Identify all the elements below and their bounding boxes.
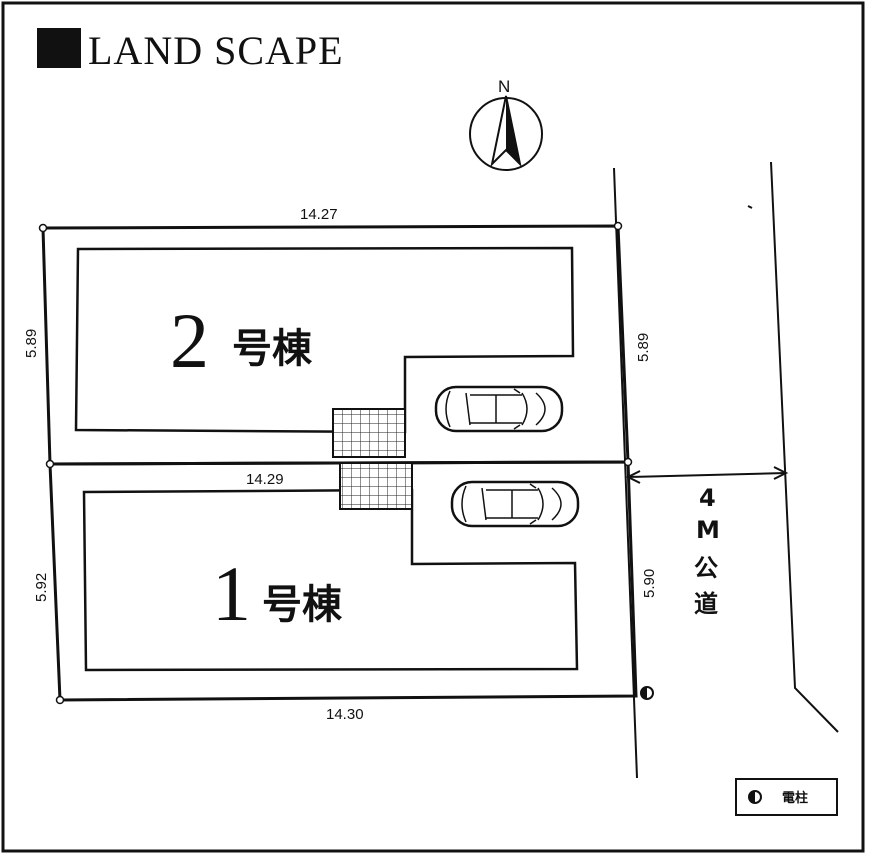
entrance-tiles-1 — [339, 462, 413, 510]
legend-pole-label: 電柱 — [782, 790, 808, 806]
lot1-bottom-dimension: 14.30 — [326, 706, 364, 723]
building2-suffix: 号棟 — [232, 326, 313, 372]
north-label: N — [498, 77, 510, 96]
road-west-edge — [613, 167, 638, 779]
car-icon — [450, 480, 580, 528]
building2-outline — [74, 246, 575, 434]
road-width-arrow — [625, 466, 789, 484]
building1-number: 1 — [212, 550, 251, 637]
north-arrow-icon — [469, 95, 543, 171]
utility-pole-icon — [640, 686, 654, 700]
road-width-value: 4 — [699, 484, 716, 512]
lot2-left-dimension: 5.89 — [23, 329, 40, 358]
page-title: LAND SCAPE — [88, 28, 344, 73]
legend-pole-icon — [748, 790, 762, 804]
title-square-icon — [37, 28, 81, 68]
building1-suffix: 号棟 — [262, 582, 343, 628]
entrance-tiles-2 — [332, 408, 406, 458]
lot2-right-dimension: 5.89 — [635, 333, 652, 362]
car-icon — [434, 385, 564, 433]
boundary-markers — [38, 221, 633, 705]
road-label-char-1: 公 — [694, 554, 718, 582]
road-label-char-2: 道 — [694, 590, 718, 618]
road-speck — [747, 205, 753, 209]
lot1-boundary — [48, 460, 638, 702]
lot1-top-dimension: 14.29 — [246, 471, 284, 488]
road-east-edge — [770, 161, 839, 733]
road-width-unit: M — [696, 516, 720, 544]
lot2-top-dimension: 14.27 — [300, 206, 338, 223]
lot1-right-dimension: 5.90 — [641, 569, 658, 598]
building2-number: 2 — [170, 297, 209, 384]
lot1-left-dimension: 5.92 — [33, 573, 50, 602]
